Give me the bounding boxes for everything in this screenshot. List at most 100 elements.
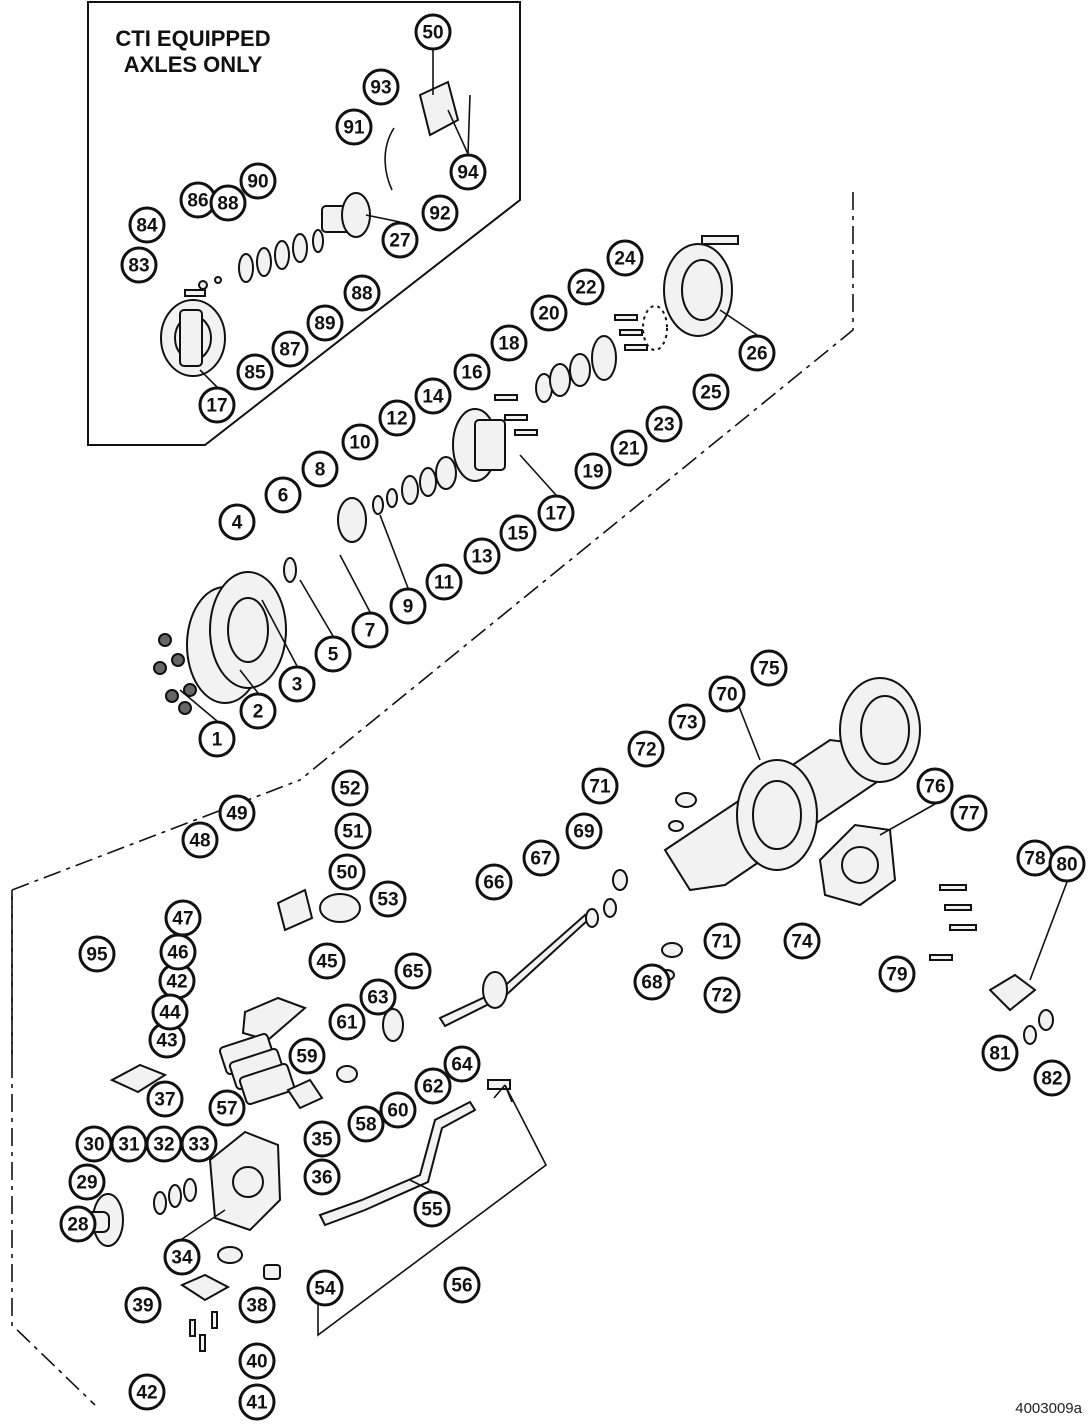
wheel-hub — [452, 408, 506, 482]
callout-number: 15 — [507, 524, 529, 545]
callout-36: 36 — [303, 1158, 341, 1196]
callout-22: 22 — [567, 268, 605, 306]
callout-90: 90 — [239, 162, 277, 200]
callout-number: 44 — [159, 1003, 181, 1024]
callout-63: 63 — [359, 978, 397, 1016]
callout-95: 95 — [78, 935, 116, 973]
callout-number: 30 — [83, 1135, 104, 1156]
callout-number: 60 — [387, 1101, 408, 1122]
cti-seal-rings — [238, 229, 324, 283]
callout-40: 40 — [238, 1342, 276, 1380]
callout-87: 87 — [271, 330, 309, 368]
callout-39: 39 — [124, 1286, 162, 1324]
callout-number: 77 — [958, 804, 979, 825]
callout-number: 78 — [1024, 849, 1045, 870]
callout-number: 47 — [172, 909, 193, 930]
callout-25: 25 — [692, 373, 730, 411]
callout-number: 76 — [924, 777, 945, 798]
callout-number: 84 — [136, 216, 158, 237]
cti-equipped-label: CTI EQUIPPED AXLES ONLY — [88, 26, 298, 78]
callout-number: 27 — [389, 231, 410, 252]
callout-76: 76 — [916, 767, 954, 805]
callout-66: 66 — [475, 863, 513, 901]
callout-number: 31 — [118, 1135, 140, 1156]
callout-number: 33 — [188, 1135, 209, 1156]
callout-45: 45 — [308, 942, 346, 980]
callout-8: 8 — [301, 450, 339, 488]
callout-38: 38 — [238, 1286, 276, 1324]
callout-60: 60 — [379, 1091, 417, 1129]
callout-number: 7 — [365, 621, 376, 642]
callout-number: 54 — [314, 1279, 336, 1300]
callout-number: 65 — [402, 962, 424, 983]
callout-number: 69 — [573, 822, 594, 843]
callout-72: 72 — [627, 730, 665, 768]
callout-7: 7 — [351, 611, 389, 649]
callout-74: 74 — [783, 922, 821, 960]
callout-number: 48 — [189, 831, 210, 852]
callout-42: 42 — [158, 962, 196, 1000]
backing-plate-bolts — [614, 305, 668, 351]
callout-88: 88 — [343, 274, 381, 312]
callout-number: 85 — [244, 363, 266, 384]
callout-number: 38 — [246, 1296, 267, 1317]
wheel-nuts — [153, 633, 197, 715]
callout-number: 40 — [246, 1352, 267, 1373]
figure-id: 4003009a — [1015, 1400, 1082, 1417]
callout-number: 81 — [989, 1044, 1011, 1065]
callout-81: 81 — [981, 1034, 1019, 1072]
callout-6: 6 — [264, 476, 302, 514]
callout-37: 37 — [146, 1080, 184, 1118]
callout-78: 78 — [1016, 839, 1054, 877]
callout-number: 8 — [315, 460, 326, 481]
callout-number: 62 — [422, 1077, 443, 1098]
callout-67: 67 — [522, 839, 560, 877]
callout-layer: 1234567891011121314151617181920212223242… — [59, 13, 1086, 1421]
callout-number: 80 — [1056, 855, 1077, 876]
callout-50: 50 — [328, 853, 366, 891]
callout-number: 59 — [296, 1047, 317, 1068]
callout-number: 6 — [278, 486, 289, 507]
callout-number: 50 — [422, 23, 443, 44]
callout-number: 39 — [132, 1296, 153, 1317]
callout-number: 70 — [716, 685, 737, 706]
steering-knuckle — [208, 1130, 282, 1232]
callout-number: 58 — [355, 1115, 376, 1136]
callout-26: 26 — [738, 334, 776, 372]
callout-number: 35 — [311, 1130, 333, 1151]
callout-number: 71 — [711, 932, 733, 953]
callout-83: 83 — [120, 246, 158, 284]
callout-number: 63 — [367, 988, 388, 1009]
callout-17: 17 — [537, 494, 575, 532]
callout-number: 16 — [461, 363, 482, 384]
callout-number: 94 — [457, 163, 479, 184]
tie-rod — [263, 1079, 511, 1280]
callout-3: 3 — [278, 665, 316, 703]
callout-59: 59 — [288, 1037, 326, 1075]
callout-number: 29 — [76, 1173, 97, 1194]
callout-29: 29 — [68, 1163, 106, 1201]
callout-number: 36 — [311, 1168, 332, 1189]
callout-number: 83 — [128, 256, 149, 277]
cti-label-line-1: CTI EQUIPPED — [115, 26, 271, 51]
callout-21: 21 — [610, 429, 648, 467]
callout-54: 54 — [306, 1269, 344, 1307]
lower-section-boundary — [11, 890, 96, 1406]
lower-king-pin-cap — [179, 1246, 243, 1302]
callout-34: 34 — [163, 1238, 201, 1276]
callout-number: 1 — [212, 730, 223, 751]
callout-52: 52 — [331, 769, 369, 807]
callout-number: 18 — [498, 334, 519, 355]
callout-72: 72 — [703, 976, 741, 1014]
callout-10: 10 — [341, 423, 379, 461]
callout-number: 45 — [316, 952, 338, 973]
callout-number: 87 — [279, 340, 300, 361]
callout-number: 67 — [530, 849, 551, 870]
callout-20: 20 — [530, 294, 568, 332]
callout-number: 57 — [216, 1099, 237, 1120]
callout-number: 51 — [342, 822, 364, 843]
callout-30: 30 — [75, 1125, 113, 1163]
callout-51: 51 — [334, 812, 372, 850]
callout-62: 62 — [414, 1067, 452, 1105]
